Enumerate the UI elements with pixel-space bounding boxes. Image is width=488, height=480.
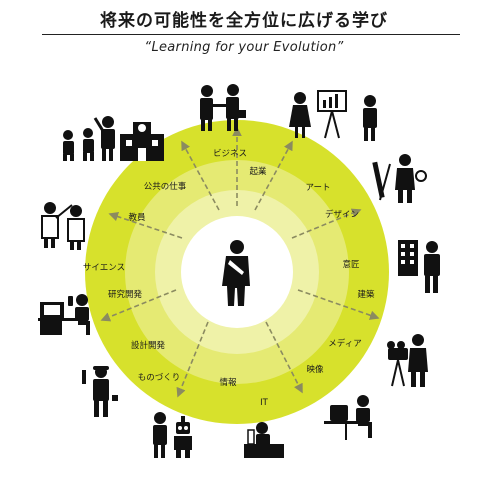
label-design-dev: 設計開発	[131, 340, 166, 351]
page-title: 将来の可能性を全方位に広げる学び	[100, 11, 388, 31]
page-subtitle: “Learning for your Evolution”	[144, 40, 344, 55]
arrow-bottom-left	[176, 321, 209, 398]
label-business: ビジネス	[213, 149, 247, 159]
presentation-icon	[289, 90, 377, 141]
arrow-top-right	[254, 140, 293, 211]
label-media: メディア	[328, 338, 361, 349]
worker-icon	[82, 366, 118, 417]
direction-arrows	[100, 126, 380, 398]
label-it: IT	[260, 398, 269, 408]
arrow-right-upper	[291, 208, 362, 239]
label-monozukuri: ものづくり	[138, 373, 181, 383]
label-info: 情報	[219, 377, 237, 388]
label-kigyo: 起業	[249, 166, 267, 177]
painter-icon	[372, 154, 427, 203]
handshake-icon	[200, 84, 246, 131]
scientists-icon	[41, 202, 85, 250]
label-teacher: 教員	[128, 212, 146, 223]
laptop-worker-icon	[324, 395, 372, 440]
robot-engineer-icon	[153, 412, 192, 458]
school-teacher-icon	[63, 116, 164, 161]
arrow-right-lower	[297, 289, 380, 320]
label-video: 映像	[306, 364, 324, 375]
title-divider	[42, 34, 460, 35]
label-science: サイエンス	[83, 263, 125, 273]
label-art: アート	[306, 183, 331, 193]
arrow-top-left	[181, 140, 220, 211]
building-icon	[398, 240, 440, 293]
label-takumi: 意匠	[342, 259, 359, 270]
arrow-bottom-right	[265, 321, 303, 394]
researcher-desk-icon	[38, 294, 90, 335]
student-figure-icon	[222, 240, 250, 306]
label-design: デザイン	[325, 209, 359, 220]
computer-user-icon	[244, 422, 284, 458]
label-public-work: 公共の仕事	[144, 181, 187, 192]
camera-operator-icon	[387, 334, 428, 387]
arrow-left-lower	[100, 289, 177, 322]
label-research-dev: 研究開発	[108, 289, 143, 300]
arrow-left-upper	[108, 211, 183, 239]
label-architecture: 建築	[357, 289, 375, 300]
